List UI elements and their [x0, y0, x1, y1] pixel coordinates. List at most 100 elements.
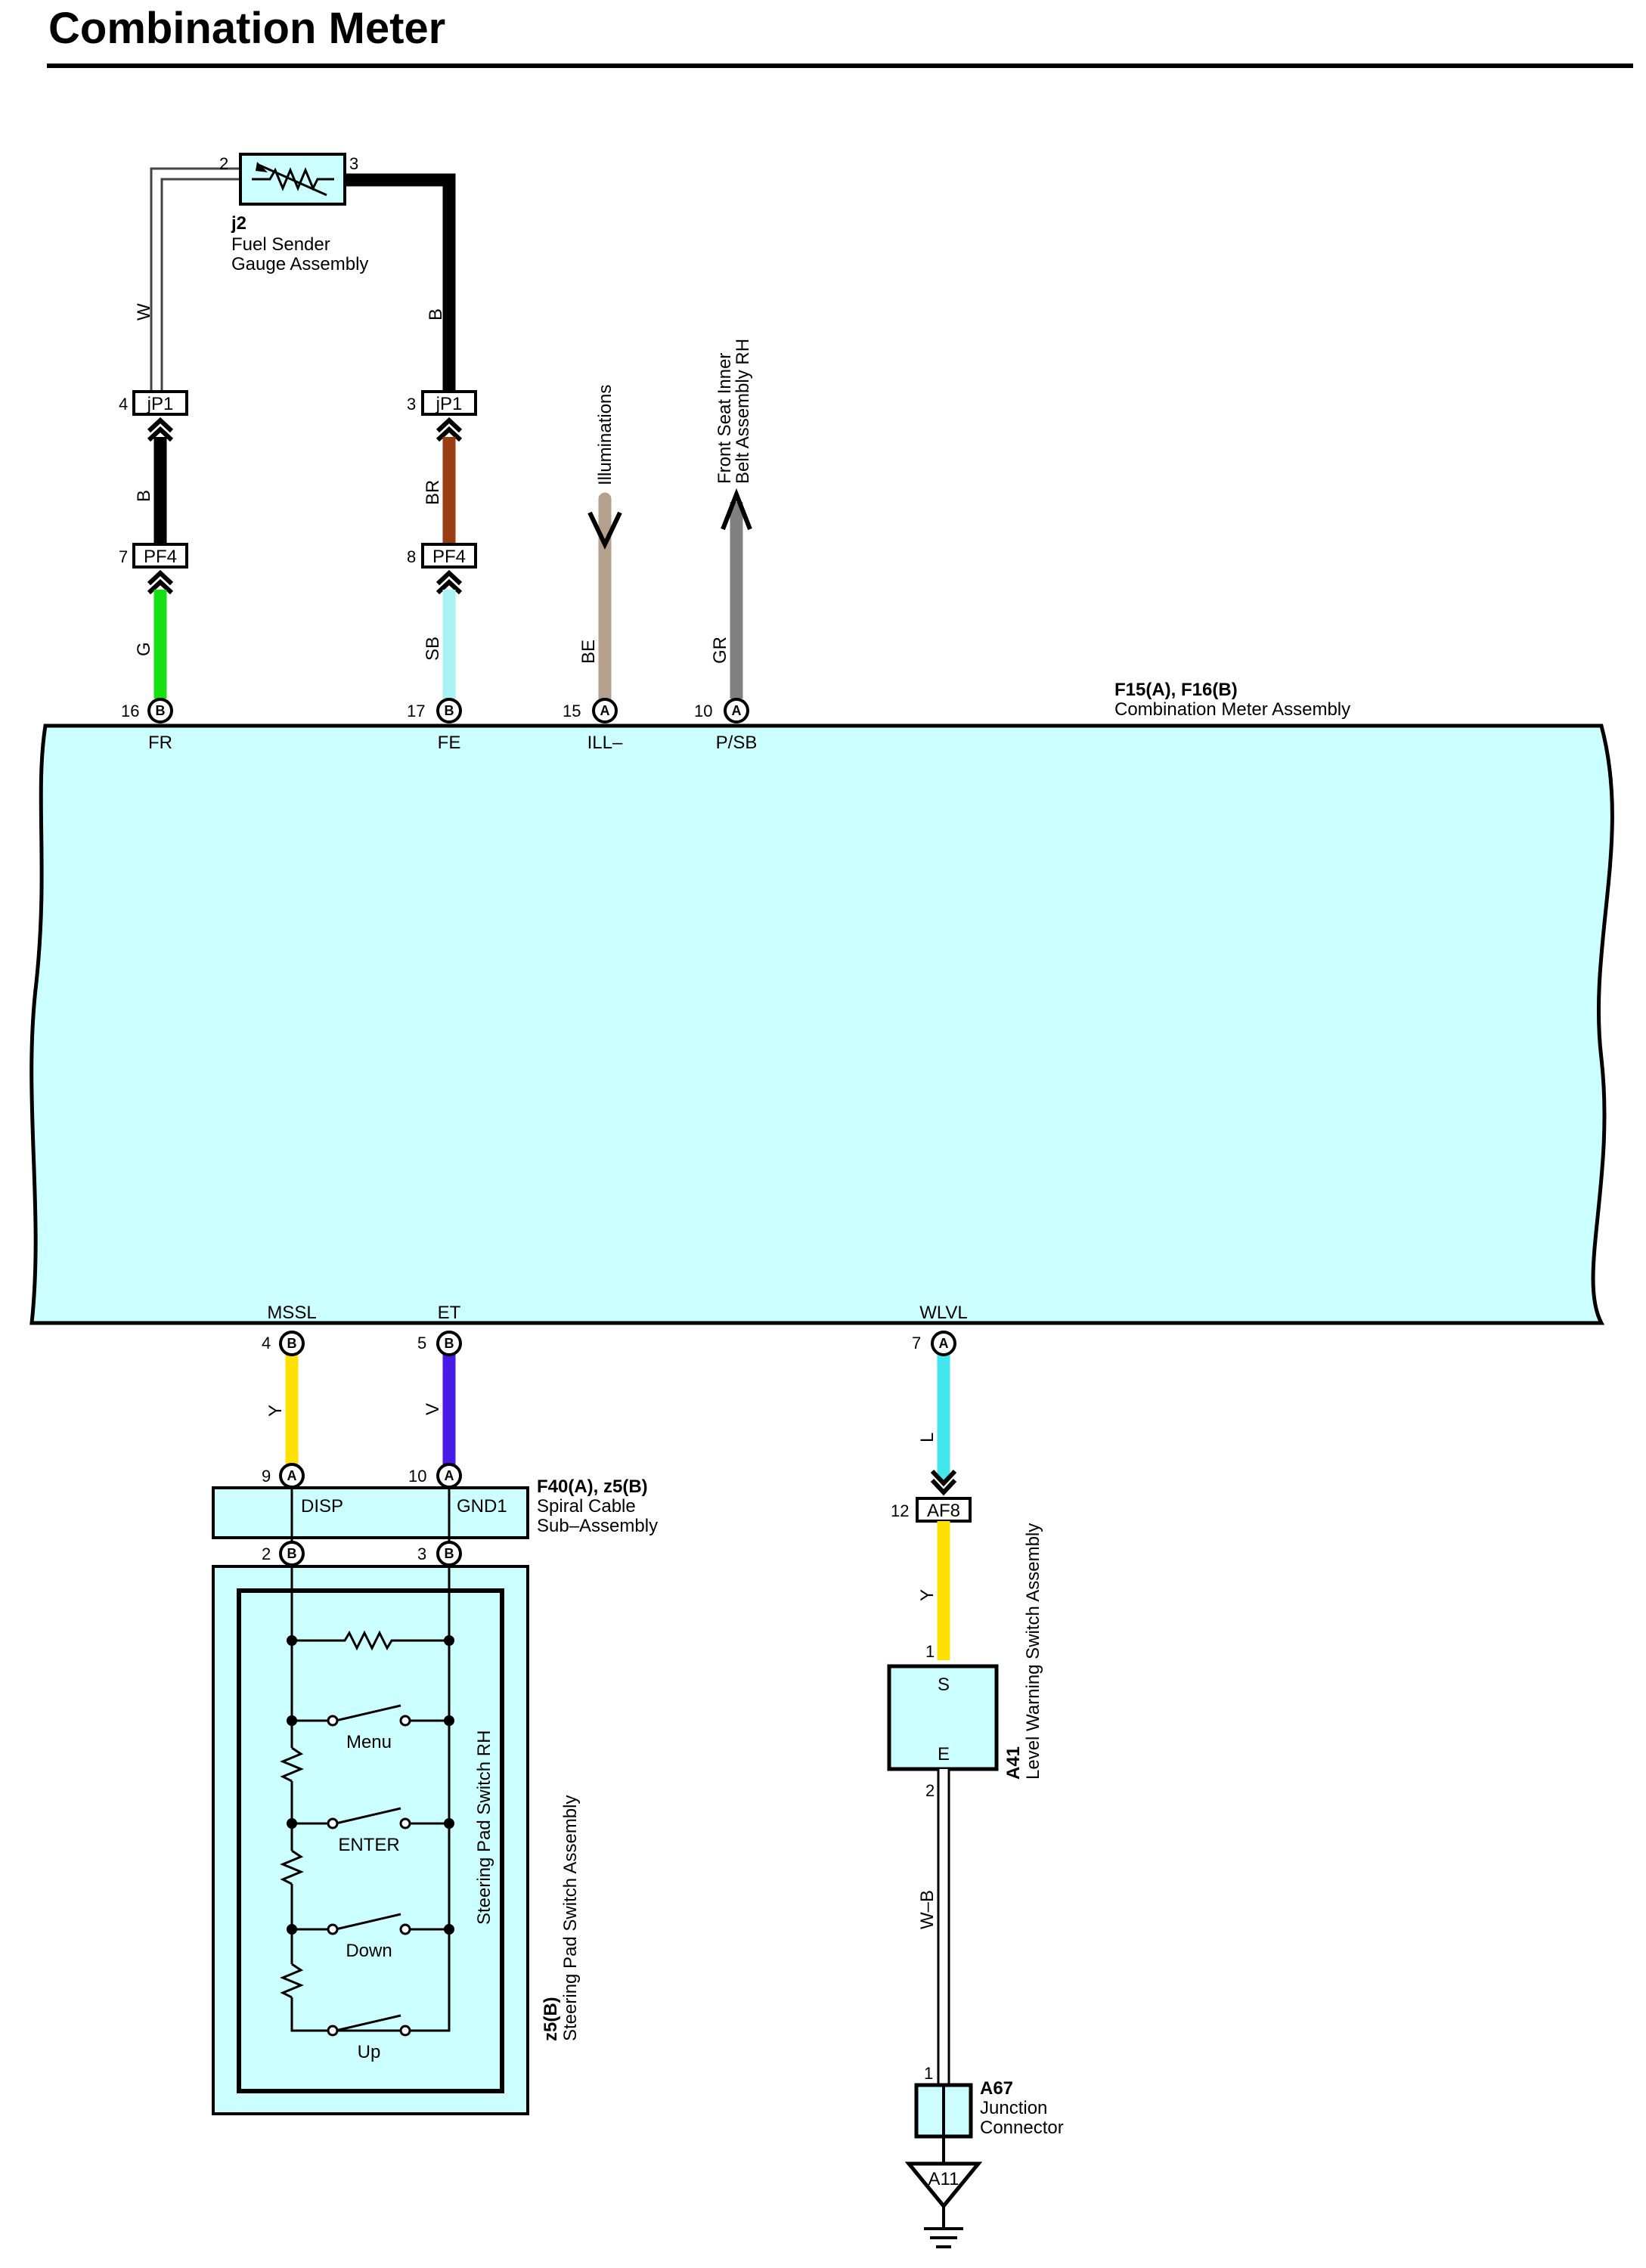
svg-text:12: 12 — [891, 1501, 909, 1520]
male-female-chevron-icon — [930, 1469, 957, 1496]
male-female-chevron-icon — [147, 569, 174, 595]
spiral-code: F40(A), z5(B) — [537, 1476, 648, 1497]
ground-code: A11 — [928, 2169, 959, 2189]
spiral-cable-sub-assembly: DISP GND1 F40(A), z5(B) Spiral Cable Sub… — [212, 1463, 658, 1566]
svg-text:FE: FE — [438, 733, 461, 753]
wire-label-be: BE — [578, 640, 599, 664]
svg-text:2: 2 — [262, 1545, 271, 1563]
level-warning-switch-box — [887, 1664, 999, 1771]
arrow-down-icon — [587, 511, 622, 550]
svg-text:AF8: AF8 — [927, 1501, 960, 1521]
wire-w — [152, 169, 243, 392]
column-fe: jP1 3 BR PF4 8 SB — [407, 390, 477, 699]
wire-label-gr: GR — [710, 637, 730, 664]
junction-pin: 1 — [924, 2064, 933, 2083]
svg-text:4: 4 — [262, 1334, 271, 1352]
spiral-pin-9: A 9 — [262, 1463, 305, 1489]
svg-text:B: B — [445, 1336, 454, 1351]
svg-text:A: A — [939, 1336, 949, 1351]
meter-name: Combination Meter Assembly — [1114, 699, 1350, 720]
fuel-sender-pin-right: 3 — [349, 154, 358, 173]
switch-label-down: Down — [346, 1941, 392, 1961]
svg-text:B: B — [445, 703, 454, 718]
male-female-chevron-icon — [436, 569, 463, 595]
column-wlvl: AF8 12 Y S E 1 2 A41 Level Warning Switc… — [887, 1469, 1064, 2248]
meter-code: F15(A), F16(B) — [1114, 680, 1238, 700]
meter-pin-et: ET B 5 — [417, 1303, 462, 1356]
fuel-sender-gauge: 2 3 j2 Fuel Sender Gauge Assembly — [150, 153, 456, 392]
svg-text:A: A — [732, 703, 742, 718]
meter-pin-wlvl: WLVL A 7 — [912, 1303, 968, 1356]
svg-text:PF4: PF4 — [144, 547, 177, 567]
level-switch-term-s: S — [938, 1675, 950, 1695]
steering-pad-code: z5(B) — [541, 1997, 561, 2041]
svg-text:P/SB: P/SB — [716, 733, 758, 753]
spiral-pin-2: B 2 — [262, 1541, 305, 1566]
spiral-name-2: Sub–Assembly — [537, 1516, 658, 1536]
wire-label-b-fuel: B — [426, 308, 446, 321]
meter-pin-fe: B 17 FE — [407, 698, 462, 753]
level-switch-code: A41 — [1003, 1746, 1024, 1780]
destination-seat-belt-2: Belt Assembly RH — [733, 339, 753, 484]
svg-text:B: B — [287, 1336, 297, 1351]
svg-text:17: 17 — [407, 702, 425, 720]
wire-label-l: L — [917, 1433, 938, 1442]
wire-label-y-af8: Y — [917, 1589, 938, 1601]
resistor-icon — [280, 1746, 304, 1783]
svg-text:ET: ET — [438, 1303, 461, 1323]
meter-pin-psb: A 10 P/SB — [694, 698, 758, 753]
junction-name-1: Junction — [980, 2098, 1047, 2118]
switch-contacts — [287, 1635, 454, 2037]
level-switch-name: Level Warning Switch Assembly — [1023, 1523, 1043, 1780]
destination-illuminations: Illuminations — [595, 385, 615, 485]
destination-seat-belt-1: Front Seat Inner — [715, 353, 735, 484]
steering-pad-name: Steering Pad Switch Assembly — [560, 1796, 581, 2042]
level-switch-pin-2: 2 — [925, 1781, 935, 1800]
steering-pad-inner — [237, 1588, 504, 2093]
steering-pad-switch-assembly: Steering Pad Switch RH Steering Pad Swit… — [212, 1565, 581, 2115]
svg-text:A: A — [445, 1468, 454, 1483]
combination-meter-assembly: F15(A), F16(B) Combination Meter Assembl… — [29, 680, 1614, 1325]
svg-text:7: 7 — [119, 547, 128, 566]
svg-text:3: 3 — [417, 1545, 426, 1563]
connector-af8 — [916, 1497, 972, 1523]
column-ill: Illuminations BE — [578, 385, 622, 705]
svg-text:WLVL: WLVL — [919, 1303, 968, 1323]
fuel-sender-name-1: Fuel Sender — [231, 234, 330, 255]
wire-label-w: W — [134, 303, 154, 321]
spiral-name-1: Spiral Cable — [537, 1496, 636, 1517]
column-psb: Front Seat Inner Belt Assembly RH GR — [710, 339, 753, 699]
svg-text:9: 9 — [262, 1467, 271, 1486]
level-switch-term-e: E — [938, 1744, 950, 1765]
svg-text:FR: FR — [148, 733, 172, 753]
title-rule — [47, 64, 1633, 68]
svg-text:16: 16 — [121, 702, 139, 720]
meter-body — [29, 723, 1614, 1325]
variable-resistor-icon — [252, 162, 334, 197]
switch-label-enter: ENTER — [338, 1835, 399, 1855]
spiral-cable-box — [212, 1486, 529, 1539]
fuel-sender-code: j2 — [231, 213, 246, 234]
switch-label-up: Up — [358, 2042, 381, 2062]
wire-label-w-b: W–B — [917, 1890, 938, 1929]
page-title: Combination Meter — [48, 4, 446, 53]
fuel-sender-pin-left: 2 — [219, 154, 228, 173]
wire-label-b-left: B — [134, 490, 154, 502]
resistor-icon — [280, 1849, 304, 1885]
svg-text:B: B — [287, 1546, 297, 1561]
wire-label-br: BR — [423, 480, 443, 505]
connector-pf4-right — [421, 543, 477, 569]
svg-text:4: 4 — [119, 395, 128, 414]
junction-code: A67 — [980, 2078, 1013, 2099]
resistor-icon — [280, 1963, 304, 1999]
fuel-sender-name-2: Gauge Assembly — [231, 254, 368, 274]
wire-b-fuel — [344, 173, 456, 392]
svg-text:ILL–: ILL– — [587, 733, 623, 753]
svg-text:15: 15 — [563, 702, 581, 720]
svg-text:jP1: jP1 — [147, 394, 174, 414]
switch-label-menu: Menu — [346, 1732, 392, 1752]
steering-pad-inner-name: Steering Pad Switch RH — [474, 1730, 494, 1925]
svg-text:A: A — [287, 1468, 297, 1483]
svg-text:B: B — [445, 1546, 454, 1561]
column-fr: jP1 4 B PF4 7 G — [119, 390, 188, 699]
